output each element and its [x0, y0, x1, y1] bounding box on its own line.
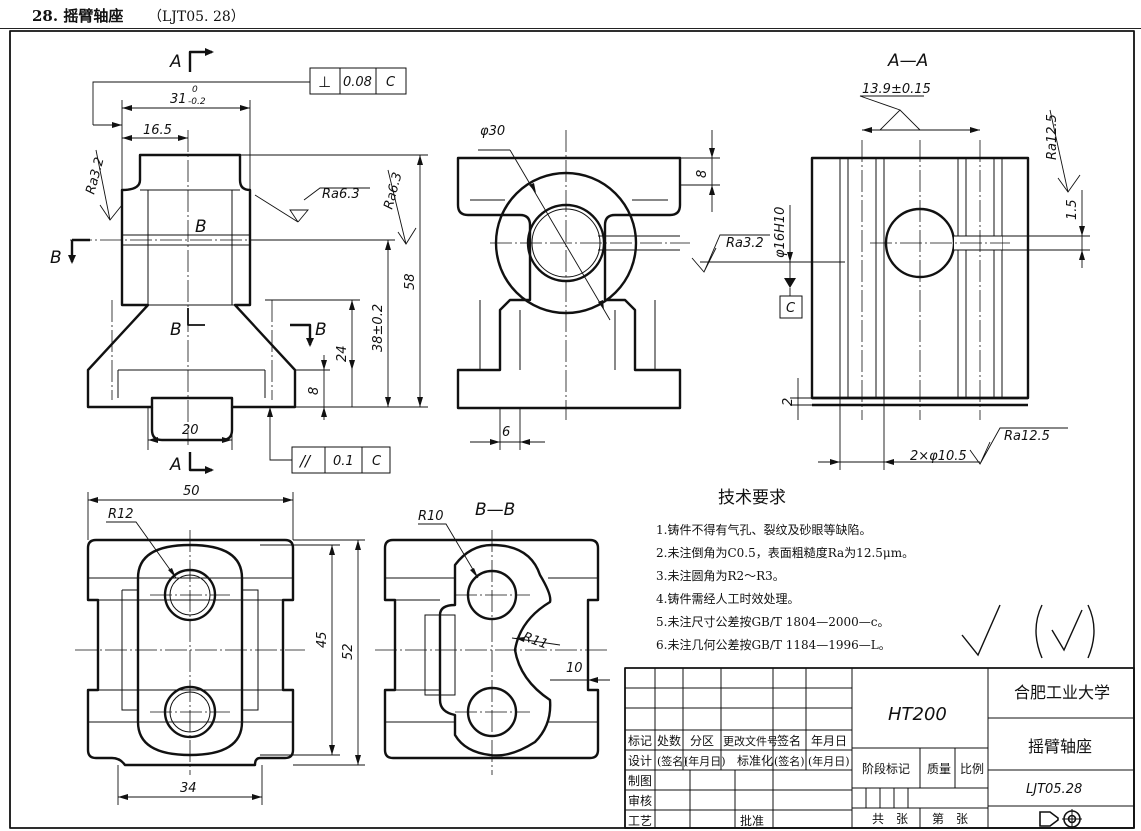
dim-34: 34	[180, 781, 197, 796]
tb-zone: 分区	[690, 734, 714, 748]
technical-requirements: 技术要求 1.铸件不得有气孔、裂纹及砂眼等缺陷。 2.未注倒角为C0.5，表面粗…	[656, 488, 1095, 659]
tb-sign: 签名	[777, 733, 801, 748]
front-view	[70, 130, 297, 445]
tb-standard-date: (年月日)	[808, 754, 850, 768]
par-value: 0.1	[333, 454, 354, 469]
tb-school: 合肥工业大学	[1014, 683, 1110, 702]
tb-standard: 标准化	[737, 754, 773, 768]
ra-12-5-bottom: Ra12.5	[1004, 429, 1050, 444]
tb-mark: 标记	[628, 734, 652, 748]
cut-b-right: B	[315, 320, 327, 340]
dim-20: 20	[182, 423, 199, 438]
perp-symbol: ⊥	[318, 73, 331, 91]
page-header: 28. 摇臂轴座 （LJT05. 28）	[0, 0, 1141, 29]
dim-58: 58	[403, 273, 418, 290]
dim-31: 31	[170, 92, 187, 107]
tb-change-doc: 更改文件号	[723, 734, 778, 748]
tech-item-3: 3.未注圆角为R2～R3。	[656, 568, 785, 583]
tb-design-date: (年月日)	[684, 754, 726, 768]
tech-item-4: 4.铸件需经人工时效处理。	[656, 591, 799, 606]
tb-design-sign: (签名)	[657, 754, 688, 768]
top-view	[75, 530, 305, 775]
side-dimensions: φ30 8 6	[470, 124, 720, 450]
drawing-frame	[9, 30, 1135, 829]
dim-10: 10	[566, 661, 583, 676]
ra-6-3-front-a: Ra6.3	[322, 187, 360, 202]
section-bb-label: B—B	[475, 500, 515, 520]
projection-symbol-icon	[1039, 809, 1082, 829]
tb-part-name: 摇臂轴座	[1028, 737, 1092, 756]
perp-value: 0.08	[343, 75, 372, 90]
dim-r10: R10	[418, 509, 444, 524]
title-block: 标记 处数 分区 更改文件号 签名 年月日 设计 (签名) (年月日) 标准化 …	[624, 667, 1135, 829]
cut-a-top: A	[169, 52, 182, 72]
tb-stage: 阶段标记	[862, 761, 910, 776]
front-dimensions: 31 0 -0.2 16.5 58 38±0.2 24 8 20	[50, 48, 428, 475]
dim-31-tol-up: 0	[192, 85, 198, 95]
dim-31-tol-dn: -0.2	[188, 97, 206, 107]
section-bb-dimensions: R10 R11 10	[418, 509, 610, 690]
ra-3-2-section: Ra3.2	[726, 236, 764, 251]
tech-item-2: 2.未注倒角为C0.5，表面粗糙度Ra为12.5μm。	[656, 545, 914, 560]
tb-design: 设计	[628, 754, 652, 768]
tech-item-5: 5.未注尺寸公差按GB/T 1804—2000—c。	[656, 614, 890, 629]
dim-2: 2	[781, 398, 796, 406]
tb-standard-sign: (签名)	[774, 754, 805, 768]
section-b-b: B—B	[375, 500, 610, 775]
dim-phi16: φ16H10	[773, 207, 788, 258]
tech-item-1: 1.铸件不得有气孔、裂纹及砂眼等缺陷。	[656, 522, 871, 537]
par-datum: C	[372, 454, 382, 469]
dim-phi30: φ30	[480, 124, 505, 139]
tb-sheet: 第 张	[932, 812, 968, 826]
section-a-a: A—A	[810, 51, 1030, 420]
dim-1-5: 1.5	[1065, 199, 1080, 220]
dim-r11: R11	[521, 630, 550, 653]
ra-12-5-section: Ra12.5	[1045, 114, 1060, 160]
exercise-code: （LJT05. 28）	[148, 9, 245, 25]
dim-45: 45	[315, 631, 330, 648]
tb-craft: 工艺	[628, 814, 652, 828]
cut-b-left: B	[50, 248, 62, 268]
section-aa-dimensions: 13.9±0.15 φ16H10 C Ra3.2 1.5 Ra12.5 2 2×…	[691, 82, 1090, 470]
tb-count: 处数	[657, 733, 681, 748]
tb-approve: 批准	[740, 813, 764, 828]
tech-item-6: 6.未注几何公差按GB/T 1184—1996—L。	[656, 637, 891, 652]
side-view	[456, 130, 690, 420]
tb-material: HT200	[888, 704, 947, 725]
tech-title: 技术要求	[718, 488, 786, 508]
dim-52: 52	[341, 643, 356, 660]
dim-24: 24	[335, 345, 350, 362]
section-aa-label: A—A	[887, 51, 928, 71]
tb-total: 共 张	[872, 812, 908, 826]
dim-holes: 2×φ10.5	[910, 449, 967, 464]
dim-8-side: 8	[695, 170, 710, 178]
dim-8-front: 8	[307, 387, 322, 395]
perp-datum: C	[386, 75, 396, 90]
dim-6: 6	[502, 425, 510, 440]
dim-13-9: 13.9±0.15	[862, 82, 931, 97]
cut-b-lower: B	[170, 320, 182, 340]
datum-c: C	[786, 301, 796, 316]
dim-38: 38±0.2	[371, 304, 386, 352]
exercise-title: 28. 摇臂轴座	[32, 7, 124, 25]
cut-b-mid: B	[195, 217, 207, 237]
tb-draw: 制图	[628, 774, 652, 788]
tb-scale: 比例	[960, 762, 984, 776]
dim-16-5: 16.5	[143, 123, 172, 138]
tb-drawing-no: LJT05.28	[1026, 782, 1082, 797]
dim-r12: R12	[108, 507, 134, 522]
dim-50: 50	[183, 484, 200, 499]
tb-mass: 质量	[927, 762, 951, 776]
par-symbol: //	[298, 452, 312, 470]
tb-check: 审核	[628, 793, 652, 808]
top-dimensions: 50 R12 45 52 34	[87, 484, 365, 805]
tb-date: 年月日	[811, 734, 847, 748]
cut-a-bottom: A	[169, 455, 182, 475]
ra-6-3-front-b: Ra6.3	[381, 171, 405, 211]
